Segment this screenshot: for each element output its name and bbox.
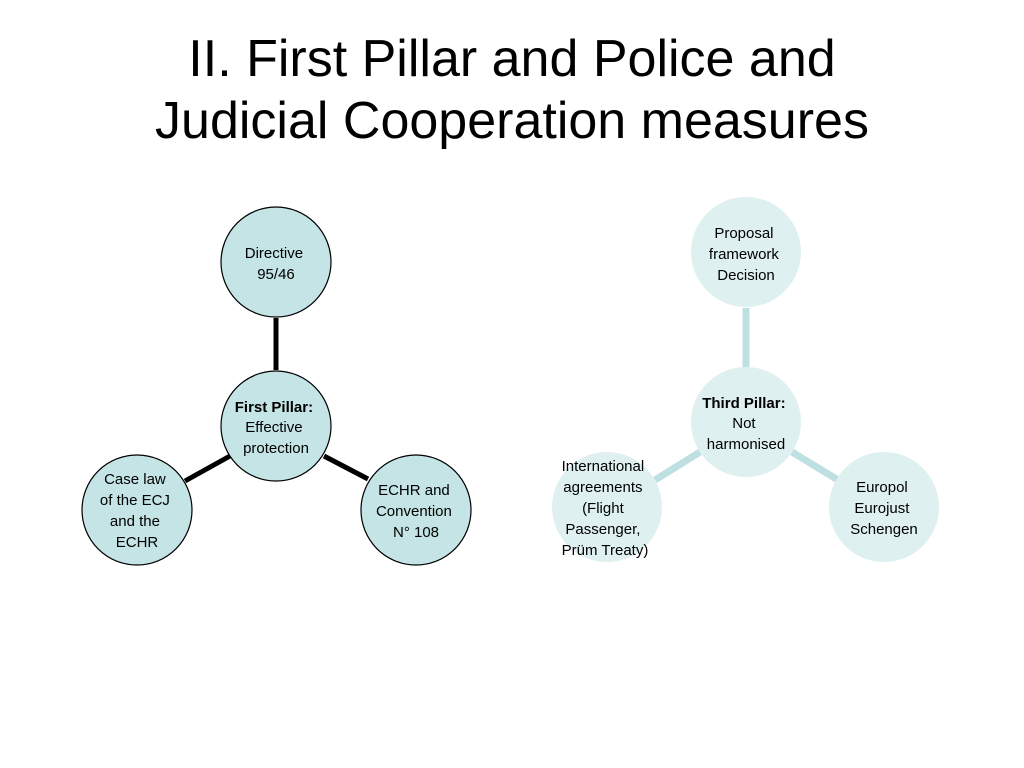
fp-left-label: Case law of the ECJ and the ECHR xyxy=(100,471,174,551)
third-pillar-diagram: Proposal framework Decision Third Pillar… xyxy=(552,197,939,562)
tp-node-left xyxy=(552,452,662,562)
tp-node-right xyxy=(829,452,939,562)
first-pillar-diagram: Directive 95/46 First Pillar: Effective … xyxy=(81,206,472,566)
tp-node-center xyxy=(691,367,801,477)
tp-top-label: Proposal framework Decision xyxy=(709,225,783,284)
fp-node-top xyxy=(220,206,332,318)
tp-right-label: Europol Eurojust Schengen xyxy=(850,479,918,538)
title-line-1: II. First Pillar and Police and xyxy=(188,30,836,88)
fp-right-label: ECHR and Convention N° 108 xyxy=(376,482,456,541)
slide-title: II. First Pillar and Police and Judicial… xyxy=(0,28,1024,152)
fp-node-right xyxy=(360,454,472,566)
connector-fp-right xyxy=(322,453,370,482)
fp-top-label: Directive 95/46 xyxy=(245,245,308,283)
tp-center-label: Third Pillar: Not harmonised xyxy=(702,395,790,453)
fp-node-left xyxy=(81,454,193,566)
connector-tp-left xyxy=(653,449,702,483)
title-line-2: Judicial Cooperation measures xyxy=(155,92,869,150)
fp-center-label: First Pillar: Effective protection xyxy=(235,399,318,457)
connector-fp-left xyxy=(183,453,232,484)
fp-node-center xyxy=(220,370,332,482)
tp-node-top xyxy=(691,197,801,307)
connector-tp-right xyxy=(790,449,840,483)
tp-left-label: International agreements (Flight Passeng… xyxy=(562,458,649,559)
